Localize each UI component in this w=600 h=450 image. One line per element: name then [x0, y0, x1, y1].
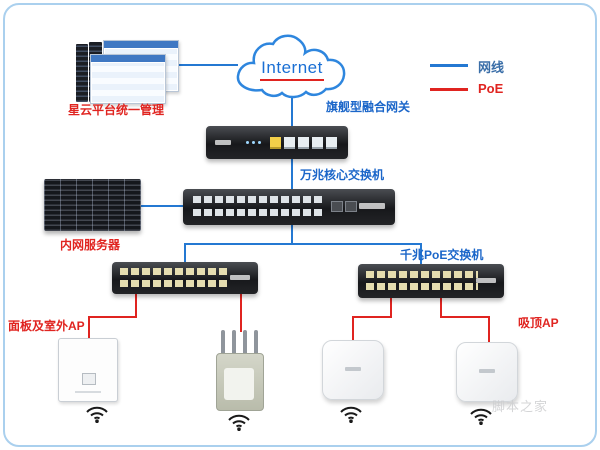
- window-titlebar: [104, 41, 178, 48]
- trunk-horizontal: [184, 243, 422, 245]
- antenna-icon: [232, 330, 236, 355]
- wan-port-icon: [270, 137, 281, 149]
- wall-ap-slot: [75, 391, 101, 393]
- lan-port-icon: [298, 137, 309, 149]
- link-server-core: [141, 205, 183, 207]
- poe-right-horizontal-2: [440, 316, 488, 318]
- core-switch-label: 万兆核心交换机: [300, 168, 385, 182]
- poe-left-horizontal: [88, 316, 137, 318]
- right-poe-switch-logo: [476, 278, 496, 283]
- core-switch-ports-top: [193, 196, 323, 203]
- legend-cable-line: [430, 64, 468, 67]
- left-poe-ports-top: [120, 268, 230, 275]
- diagram-border: [3, 3, 597, 447]
- poe-right-horizontal-1: [352, 316, 392, 318]
- antenna-icon: [243, 330, 247, 355]
- gateway-ports: [270, 137, 340, 149]
- server-label: 内网服务器: [60, 238, 121, 252]
- legend-poe-line: [430, 88, 468, 91]
- right-poe-switch-device: [358, 264, 504, 298]
- poe-link-ceiling-ap-2: [488, 316, 490, 342]
- legend-cable-label: 网线: [478, 60, 505, 75]
- link-core-trunk: [291, 225, 293, 243]
- gateway-led: [246, 141, 249, 144]
- poe-link-outdoor-ap: [240, 294, 242, 332]
- left-poe-switch-logo: [230, 275, 250, 280]
- wifi-signal-icon: [228, 414, 250, 431]
- poe-right-drop-1: [390, 298, 392, 316]
- right-poe-ports-top: [366, 271, 478, 278]
- ceiling-ap-logo: [345, 367, 361, 371]
- left-poe-ports-bottom: [120, 280, 230, 287]
- panel-outdoor-ap-label: 面板及室外AP: [8, 319, 85, 333]
- left-poe-switch-device: [112, 262, 258, 294]
- internet-cloud: Internet: [230, 34, 354, 102]
- window-titlebar: [91, 55, 165, 62]
- server-tower-icon: [76, 44, 88, 102]
- dashboard-window-front: [90, 54, 166, 104]
- sfp-port-icon: [331, 201, 343, 212]
- ceiling-ap-icon: [456, 342, 518, 402]
- wifi-signal-icon: [340, 406, 362, 423]
- poe-switch-label: 千兆PoE交换机: [400, 248, 484, 262]
- link-management-internet: [178, 64, 238, 66]
- cloud-icon: [236, 34, 346, 99]
- poe-left-drop: [135, 294, 137, 316]
- wall-ap-port: [82, 373, 96, 385]
- server-rack-icon: [44, 179, 141, 231]
- link-internet-gateway: [291, 98, 293, 126]
- internet-underline: [260, 79, 324, 81]
- antenna-icon: [221, 330, 225, 355]
- outdoor-ap-icon: [216, 330, 264, 411]
- ceiling-ap-icon: [322, 340, 384, 400]
- lan-port-icon: [326, 137, 337, 149]
- gateway-led: [258, 141, 261, 144]
- outdoor-ap-panel: [224, 368, 254, 400]
- watermark: 脚本之家: [492, 399, 549, 414]
- window-content: [92, 63, 164, 102]
- gateway-led: [252, 141, 255, 144]
- ceiling-ap-label: 吸顶AP: [518, 316, 559, 330]
- link-trunk-left-switch: [184, 243, 186, 262]
- core-switch-device: [183, 189, 395, 225]
- ceiling-ap-logo: [479, 369, 495, 373]
- sfp-port-icon: [345, 201, 357, 212]
- gateway-logo: [215, 140, 231, 145]
- poe-link-wall-ap: [88, 316, 90, 338]
- gateway-label: 旗舰型融合网关: [326, 100, 411, 114]
- poe-right-drop-2: [440, 298, 442, 316]
- poe-link-ceiling-ap-1: [352, 316, 354, 340]
- core-switch-logo: [359, 203, 385, 209]
- wall-panel-ap-icon: [58, 338, 118, 402]
- wifi-signal-icon: [470, 408, 492, 425]
- link-trunk-right-switch: [420, 243, 422, 264]
- internet-label: Internet: [261, 58, 323, 77]
- lan-port-icon: [284, 137, 295, 149]
- management-label: 星云平台统一管理: [68, 103, 165, 117]
- lan-port-icon: [312, 137, 323, 149]
- gateway-device: [206, 126, 348, 159]
- right-poe-ports-bottom: [366, 283, 478, 290]
- link-gateway-core: [291, 159, 293, 190]
- legend-poe-label: PoE: [478, 81, 504, 96]
- wifi-signal-icon: [86, 406, 108, 423]
- antenna-icon: [254, 330, 258, 355]
- core-switch-ports-bottom: [193, 209, 323, 216]
